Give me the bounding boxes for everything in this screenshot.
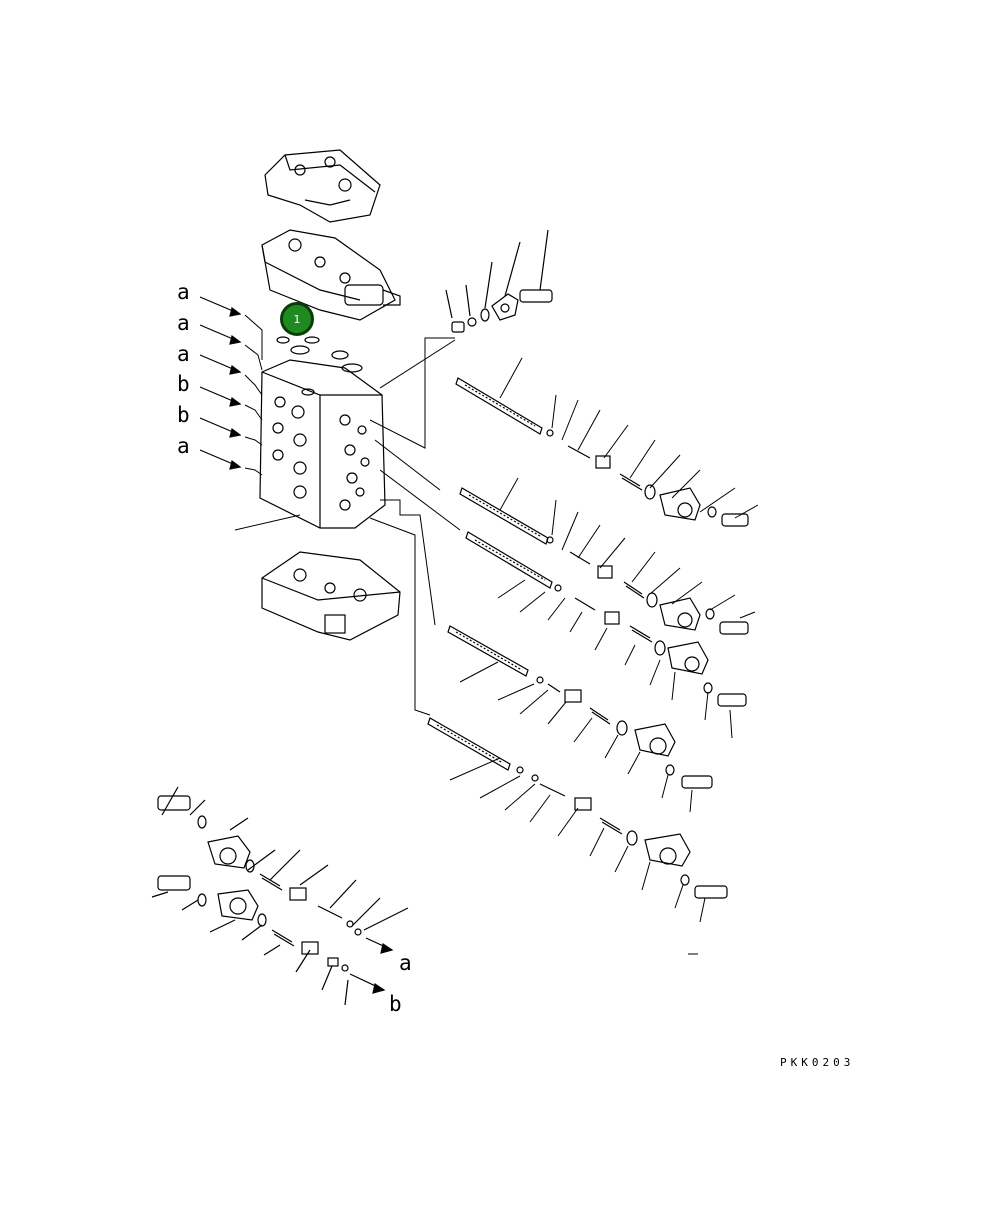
end-label-b: b (389, 992, 402, 1016)
part-callout-1[interactable]: 1 (280, 302, 314, 336)
left-label-1: a (177, 280, 190, 304)
spool-rows (427, 377, 749, 899)
callout-number: 1 (293, 312, 301, 326)
bottom-housing (261, 551, 401, 641)
leader-lines (234, 314, 461, 716)
top-housing (264, 149, 381, 223)
drawing-code: PKK0203 (780, 1056, 855, 1069)
left-label-5: b (177, 403, 190, 427)
end-label-a: a (399, 951, 412, 975)
left-label-6: a (177, 434, 190, 458)
left-label-2: a (177, 311, 190, 335)
top-right-parts (445, 229, 553, 333)
left-label-4: b (177, 372, 190, 396)
left-label-3: a (177, 342, 190, 366)
part-leaders (449, 357, 759, 955)
left-arrows (199, 296, 242, 470)
main-valve-body (259, 359, 386, 529)
lower-left-parts (151, 786, 409, 1006)
valve-cover (261, 229, 401, 321)
seal-rings (276, 336, 363, 373)
